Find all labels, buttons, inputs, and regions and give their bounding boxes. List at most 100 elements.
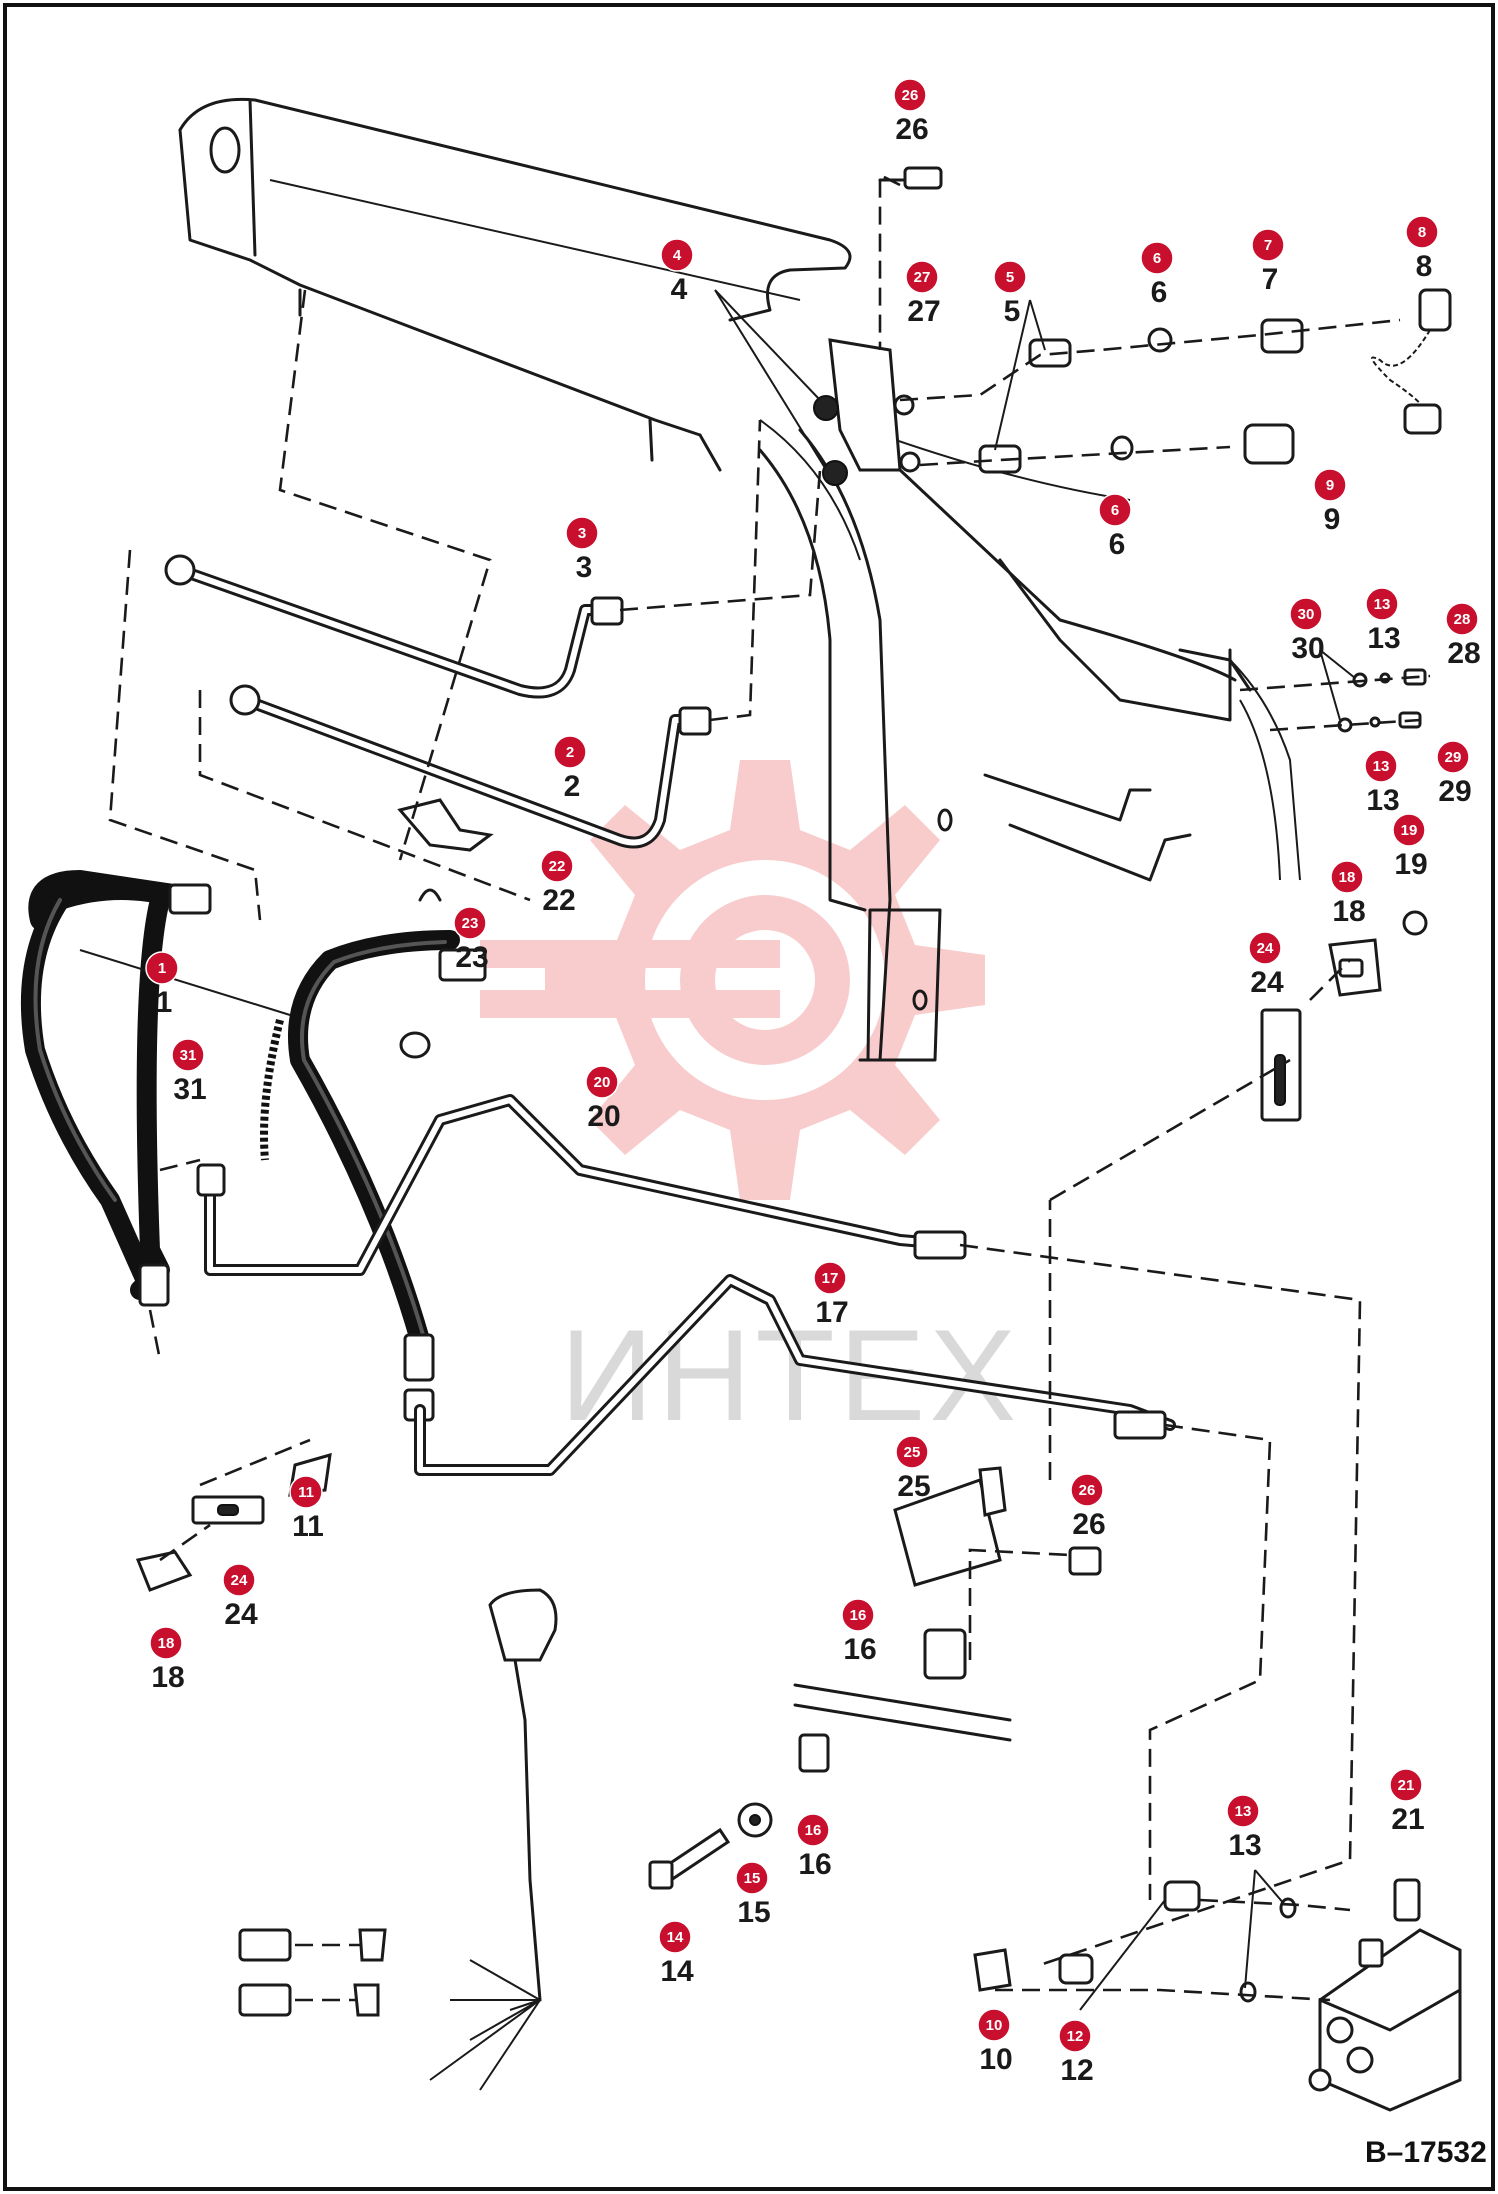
- part-number-label: 7: [1262, 263, 1279, 296]
- callout-badge: [893, 78, 927, 112]
- part-number-label: 22: [542, 884, 575, 917]
- callout-badge: [1364, 749, 1398, 783]
- callout-number: 23: [462, 915, 479, 932]
- callout-badge: [289, 1475, 323, 1509]
- part-number-label: 16: [798, 1848, 831, 1881]
- tube-17: [414, 1274, 1176, 1476]
- part-number-label: 4: [671, 273, 688, 306]
- hydraulic-hose-left: [20, 870, 212, 1307]
- part-number-label: 18: [1332, 895, 1365, 928]
- part-number-label: 16: [843, 1633, 876, 1666]
- watermark-logo: [480, 760, 985, 1200]
- part-number-label: 30: [1291, 632, 1324, 665]
- callout-badge: [895, 1435, 929, 1469]
- callout-7: 77: [1251, 228, 1285, 296]
- callout-badge: [149, 1626, 183, 1660]
- callout-badge: [565, 516, 599, 550]
- callout-2: 22: [553, 735, 587, 803]
- callout-4: 44: [660, 238, 694, 306]
- diagram-code: B–17532: [1365, 2136, 1487, 2169]
- callout-number: 8: [1418, 224, 1426, 241]
- part-number-label: 14: [660, 1955, 694, 1988]
- callout-number: 12: [1067, 2028, 1084, 2045]
- loader-arm: [178, 97, 861, 561]
- callout-number: 21: [1398, 1777, 1415, 1794]
- callout-number: 14: [667, 1929, 684, 1946]
- clamp-assembly-right: [1260, 910, 1428, 1122]
- callout-badge: [1248, 931, 1282, 965]
- watermark-text: ИНТЕХ: [560, 1302, 1020, 1448]
- callout-badge: [1058, 2019, 1092, 2053]
- small-fittings-top-right: [1239, 668, 1431, 733]
- part-number-label: 13: [1366, 784, 1399, 817]
- callout-number: 3: [578, 525, 586, 542]
- callout-number: 30: [1298, 606, 1315, 623]
- callout-badge: [453, 906, 487, 940]
- part-number-label: 5: [1004, 295, 1021, 328]
- callout-number: 5: [1006, 269, 1014, 286]
- callout-number: 13: [1373, 758, 1390, 775]
- callout-badge: [1140, 241, 1174, 275]
- callout-31: 31 31: [171, 1038, 207, 1106]
- callout-badge: [1251, 228, 1285, 262]
- tube-20: [196, 1094, 967, 1276]
- callout-badge: [1098, 493, 1132, 527]
- callout-number: 6: [1153, 250, 1161, 267]
- part-number-label: 18: [151, 1661, 184, 1694]
- part-number-label: 3: [576, 551, 593, 584]
- callout-number: 28: [1454, 611, 1471, 628]
- bracket-assembly-lower: [648, 1466, 1102, 1890]
- callout-badge: [1330, 860, 1364, 894]
- clamp-23: [418, 888, 442, 902]
- part-number-label: 26: [1072, 1508, 1105, 1541]
- diagram-frame: [3, 3, 1495, 2191]
- callout-number: 13: [1374, 596, 1391, 613]
- part-number-label: 31: [173, 1073, 206, 1106]
- callout-badge: [1436, 740, 1470, 774]
- callout-badge: [796, 1813, 830, 1847]
- part-number-label: 2: [564, 770, 581, 803]
- callout-23: 23 23: [453, 906, 489, 974]
- hose-guard-31: [260, 1019, 284, 1161]
- callout-badge: [1389, 1768, 1423, 1802]
- part-number-label: 17: [815, 1296, 848, 1329]
- callout-number: 24: [1257, 940, 1274, 957]
- part-number-label: 27: [907, 295, 940, 328]
- callout-badge: [905, 260, 939, 294]
- clamp-ring: [399, 1031, 431, 1059]
- part-number-label: 20: [587, 1100, 620, 1133]
- part-number-label: 23: [455, 941, 488, 974]
- callout-badge: [841, 1598, 875, 1632]
- callout-number: 29: [1445, 749, 1462, 766]
- callout-number: 20: [594, 1074, 611, 1091]
- callout-number: 9: [1326, 477, 1334, 494]
- part-number-label: 13: [1228, 1829, 1261, 1862]
- coupler-assembly: [813, 166, 1452, 486]
- callout-number: 1: [158, 960, 166, 977]
- callout-number: 18: [158, 1635, 175, 1652]
- callout-number: 6: [1111, 502, 1119, 519]
- callout-number: 31: [180, 1047, 197, 1064]
- part-number-label: 28: [1447, 637, 1480, 670]
- callout-28: 28 28: [1445, 602, 1481, 670]
- callout-badge: [1289, 597, 1323, 631]
- callout-number: 26: [902, 87, 919, 104]
- part-number-label: 29: [1438, 775, 1471, 808]
- part-number-label: 21: [1391, 1803, 1424, 1836]
- tube-3: [164, 554, 624, 699]
- part-number-label: 19: [1394, 848, 1427, 881]
- callout-number: 4: [673, 247, 682, 264]
- callout-badge: [1365, 587, 1399, 621]
- callout-14: 14 14: [658, 1920, 694, 1988]
